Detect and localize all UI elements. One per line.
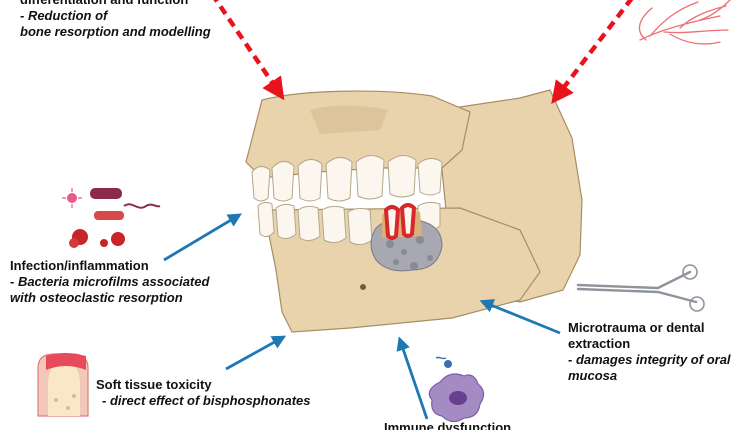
bacteria-cluster-icon (62, 188, 161, 248)
label-bone-remodelling-line2: bone resorption and modelling (20, 24, 211, 39)
necrosis-lesion (370, 203, 443, 272)
label-infection-title: Infection/inflammation (10, 258, 149, 273)
label-bone-remodelling: differentiation and function - Reduction… (20, 0, 211, 40)
label-immune: Immune dysfunction (384, 420, 511, 430)
jaw-illustration (245, 89, 583, 333)
label-infection-line1: - Bacteria microfilms associated (10, 274, 210, 289)
forceps-icon (576, 264, 705, 312)
label-microtrauma-line3: - damages integrity of oral (568, 352, 731, 367)
label-infection: Infection/inflammation - Bacteria microf… (10, 258, 209, 306)
label-soft-tissue: Soft tissue toxicity - direct effect of … (96, 377, 311, 409)
label-infection-line2: with osteoclastic resorption (10, 290, 183, 305)
blood-vessels-icon (638, 0, 731, 45)
label-microtrauma-line2: extraction (568, 336, 631, 351)
label-microtrauma-line4: mucosa (568, 368, 618, 383)
label-bone-remodelling-line1: - Reduction of (20, 8, 108, 23)
immune-cell-icon (428, 356, 485, 423)
label-bone-remodelling-title: differentiation and function (20, 0, 211, 8)
gum-tissue-icon (37, 353, 89, 417)
label-soft-tissue-line1: - direct effect of bisphosphonates (102, 393, 311, 408)
label-immune-title: Immune dysfunction (384, 420, 512, 430)
label-soft-tissue-title: Soft tissue toxicity (96, 377, 212, 392)
label-microtrauma: Microtrauma or dental extraction - damag… (568, 320, 731, 384)
label-microtrauma-line1: Microtrauma or dental (568, 320, 705, 335)
